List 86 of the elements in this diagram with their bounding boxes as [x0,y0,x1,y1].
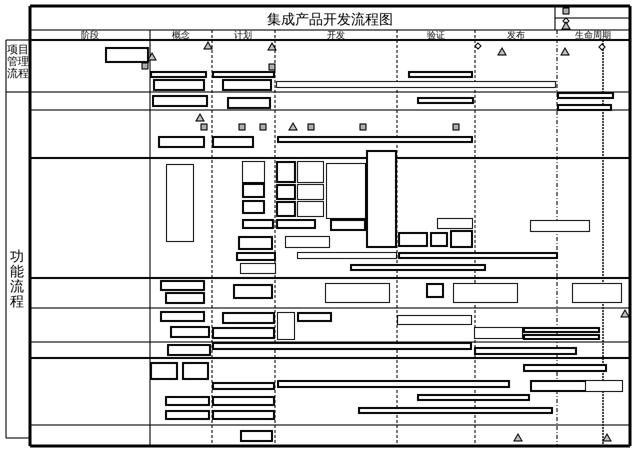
process-box [523,364,607,372]
process-box [170,326,210,338]
process-box [530,380,587,392]
process-box [276,184,296,200]
process-box [165,410,210,420]
process-box [417,97,474,104]
process-box [160,280,205,291]
process-box [242,183,265,198]
stage-header: 开发 [326,31,346,41]
process-box [350,264,486,271]
process-box [297,184,324,200]
process-box [182,362,209,380]
process-box [297,252,397,259]
process-box [297,201,324,217]
process-box [236,252,276,261]
process-box [277,380,510,388]
process-box [585,380,623,392]
lane-title: 项目管理流程 [6,44,30,80]
process-box [366,150,397,248]
stage-header: 生命周期 [574,31,612,41]
process-box [277,312,295,340]
process-box [242,219,274,229]
process-box [557,104,612,111]
process-box [167,344,211,356]
process-box [297,161,324,183]
process-box [150,362,178,380]
process-box [105,47,149,63]
process-box [430,232,448,247]
process-box [326,163,366,219]
stage-header: 验证 [426,31,446,41]
stage-header: 发布 [506,31,526,41]
process-box [523,327,600,333]
process-box [242,200,265,214]
process-box [408,71,473,78]
process-box [297,312,332,322]
process-box [212,410,275,420]
stage-header: 计划 [233,31,253,41]
process-box [152,95,208,107]
process-box [450,230,473,248]
process-box [276,81,556,88]
process-box [426,283,444,298]
process-box [160,311,205,322]
process-box [397,315,472,325]
process-box [474,347,577,355]
process-box [530,220,590,232]
process-box [165,396,210,406]
process-box [358,407,553,414]
process-box [453,283,518,303]
process-box [212,382,275,390]
lane-title: 功能流程 [10,250,24,310]
process-box [240,430,273,442]
process-box [437,218,473,229]
process-box [242,161,265,183]
process-box [227,97,271,109]
process-box [150,71,207,78]
process-box [153,79,205,91]
process-box [474,327,523,339]
process-box [212,396,275,406]
process-box [233,284,273,299]
process-box [165,292,205,304]
process-box [240,263,276,274]
process-box [285,236,330,248]
process-box [158,136,205,148]
process-box [238,236,273,250]
process-box [330,219,366,231]
stage-header: 概念 [171,31,191,41]
process-box [166,164,194,242]
process-box [222,312,275,324]
process-box [212,71,275,78]
process-box [222,79,272,91]
process-box [398,252,558,259]
process-box [523,334,600,340]
process-box [325,283,390,303]
process-box [276,161,296,183]
process-box [417,394,530,401]
process-box [276,201,296,217]
stage-header: 阶段 [80,31,100,41]
process-box [557,92,614,99]
process-box [572,283,622,303]
process-box [276,219,316,229]
process-box [398,232,428,247]
process-box [212,342,472,350]
process-box [277,136,473,143]
title: 集成产品开发流程图 [266,12,394,28]
process-box [212,136,254,148]
process-box [212,327,275,339]
